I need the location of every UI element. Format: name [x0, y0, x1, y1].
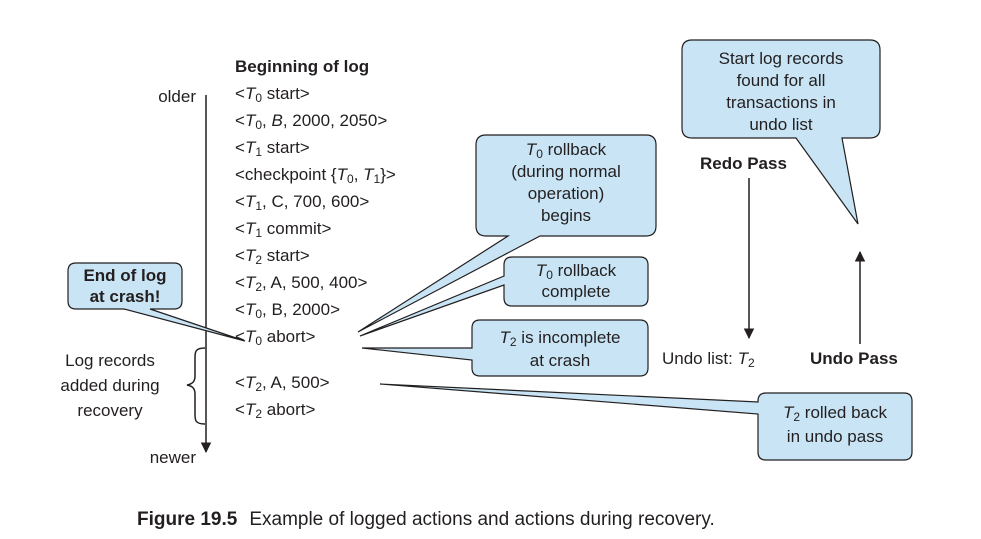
t2-rolled-back-line-2: in undo pass	[786, 427, 884, 446]
t0-rollback-begins-line-4: begins	[540, 206, 592, 225]
t0-rollback-begins-line-2: (during normal	[511, 162, 621, 181]
t2-incomplete-line-2: at crash	[529, 351, 591, 370]
t2-incomplete-callout	[361, 319, 649, 377]
redo-pass-label: Redo Pass	[700, 154, 787, 173]
figure-caption-text: Example of logged actions and actions du…	[249, 509, 715, 530]
end-of-log-line-1: End of log	[83, 266, 167, 285]
log-records-added-line-3: recovery	[77, 401, 143, 420]
newer-label: newer	[149, 448, 196, 467]
log-records-added-line-1: Log records	[65, 351, 155, 370]
log-record-2: <T1 start>	[235, 138, 310, 159]
log-record-4: <T1, C, 700, 600>	[235, 192, 370, 213]
end-of-log-callout	[67, 262, 246, 342]
t0-rollback-begins-line-1: T0 rollback	[525, 140, 607, 161]
t0-rollback-complete-callout	[359, 256, 649, 337]
log-records-added-line-2: added during	[60, 376, 160, 395]
older-label: older	[158, 87, 196, 106]
t0-rollback-complete-line-1: T0 rollback	[535, 261, 617, 282]
t0-rollback-begins-text: T0 rollback (during normal operation) be…	[476, 139, 656, 227]
end-of-log-line-2: at crash!	[89, 287, 161, 306]
t2-rolled-back-line-1: T2 rolled back	[782, 403, 887, 424]
t0-rollback-begins-callout	[357, 134, 657, 333]
t2-rolled-back-callout	[379, 383, 913, 461]
figure-caption: Figure 19.5 Example of logged actions and…	[137, 509, 715, 531]
log-record-8: <T0, B, 2000>	[235, 300, 340, 321]
t2-incomplete-text: T2 is incomplete at crash	[472, 326, 648, 372]
end-of-log-text: End of log at crash!	[68, 265, 182, 307]
figure-caption-label: Figure 19.5	[137, 509, 238, 530]
t2-incomplete-line-1: T2 is incomplete	[499, 328, 621, 349]
log-header: Beginning of log	[235, 57, 370, 76]
t0-rollback-complete-line-2: complete	[541, 282, 611, 301]
log-record-7: <T2, A, 500, 400>	[235, 273, 368, 294]
start-log-records-line-1: Start log records	[718, 49, 844, 68]
start-log-records-line-4: undo list	[749, 115, 813, 134]
log-record-10: <T2, A, 500>	[235, 373, 330, 394]
log-record-6: <T2 start>	[235, 246, 310, 267]
log-record-1: <T0, B, 2000, 2050>	[235, 111, 388, 132]
log-record-5: <T1 commit>	[235, 219, 332, 240]
log-record-9: <T0 abort>	[235, 327, 316, 348]
start-log-records-line-2: found for all	[736, 71, 826, 90]
undo-pass-label: Undo Pass	[810, 349, 898, 368]
undo-list-label: Undo list: T2	[662, 349, 755, 369]
log-record-3: <checkpoint {T0, T1}>	[235, 165, 396, 186]
start-log-records-callout	[681, 39, 881, 225]
t0-rollback-begins-line-3: operation)	[527, 184, 605, 203]
log-record-0: <T0 start>	[235, 84, 310, 105]
t2-rolled-back-text: T2 rolled back in undo pass	[758, 401, 912, 449]
t0-rollback-complete-text: T0 rollback complete	[504, 260, 648, 302]
recovery-brace	[186, 347, 206, 425]
undo-list-prefix: Undo list:	[662, 349, 738, 368]
undo-list-t: T	[737, 349, 748, 368]
start-log-records-text: Start log records found for all transact…	[682, 48, 880, 136]
undo-list-sub: 2	[747, 356, 755, 370]
log-record-11: <T2 abort>	[235, 400, 316, 421]
start-log-records-line-3: transactions in	[726, 93, 836, 112]
